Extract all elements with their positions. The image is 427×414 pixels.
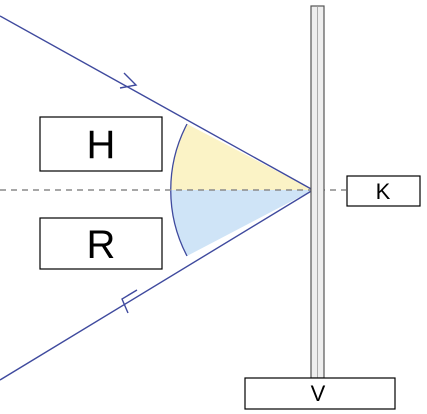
incident-angle-box [39,116,163,172]
reflected-arrow-icon [121,289,138,314]
mirror-label: V [311,381,326,406]
normal-label: K [376,179,391,204]
reflected-angle-box [39,217,163,270]
incident-angle-sector [170,124,313,190]
reflected-angle-label: R [87,223,116,267]
incident-angle-label: H [87,123,116,167]
incident-ray [0,15,314,191]
incident-arrow-icon [119,72,138,89]
reflected-angle-sector [170,190,313,256]
reflected-ray [0,189,314,381]
normal-label-box [346,175,421,207]
mirror-label-box [244,377,396,410]
